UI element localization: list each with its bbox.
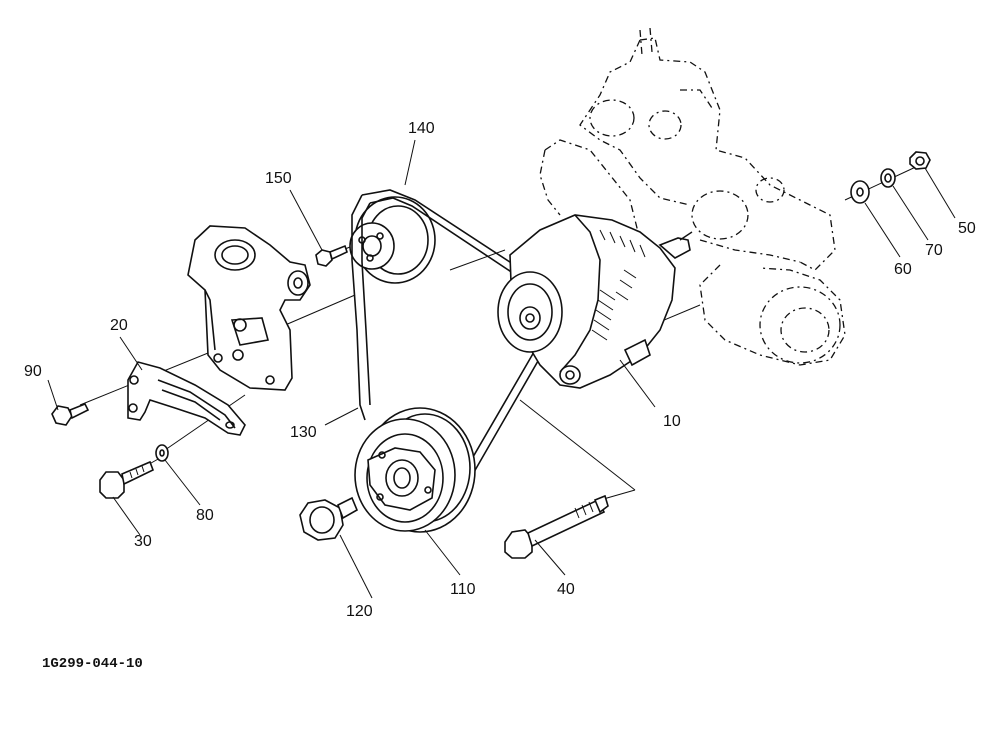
leader-lines xyxy=(47,139,956,599)
callout-150: 150 xyxy=(265,170,292,187)
drawing-code: 1G299-044-10 xyxy=(42,656,143,672)
callout-110: 110 xyxy=(450,581,476,598)
bolt-30 xyxy=(99,460,155,499)
callout-labels: 140 150 20 90 130 10 50 70 60 80 30 40 1… xyxy=(24,120,976,620)
callout-130: 130 xyxy=(290,424,317,441)
washer-60 xyxy=(850,180,870,204)
alternator xyxy=(497,214,693,389)
long-bolt-40 xyxy=(504,494,609,559)
callout-120: 120 xyxy=(346,603,373,620)
nut-50 xyxy=(909,151,931,170)
callout-80: 80 xyxy=(196,507,214,524)
adjusting-bracket xyxy=(127,361,246,436)
callout-60: 60 xyxy=(894,261,912,278)
callout-50: 50 xyxy=(958,220,976,237)
water-pump-housing xyxy=(187,225,311,391)
crankshaft-pulley xyxy=(354,407,476,533)
washer-70 xyxy=(880,168,896,188)
callout-70: 70 xyxy=(925,242,943,259)
callout-140: 140 xyxy=(408,120,435,137)
engine-block-outline xyxy=(539,27,846,366)
bolt-150 xyxy=(315,244,348,267)
callout-10: 10 xyxy=(663,413,681,430)
callout-20: 20 xyxy=(110,317,128,334)
washer-80 xyxy=(155,444,169,462)
mounting-axis-lines xyxy=(79,164,921,501)
pulley-bolt-120 xyxy=(299,496,359,541)
callout-30: 30 xyxy=(134,533,152,550)
callout-90: 90 xyxy=(24,363,42,380)
callout-40: 40 xyxy=(557,581,575,598)
fan-pulley xyxy=(349,196,436,284)
bolt-90 xyxy=(51,402,90,426)
